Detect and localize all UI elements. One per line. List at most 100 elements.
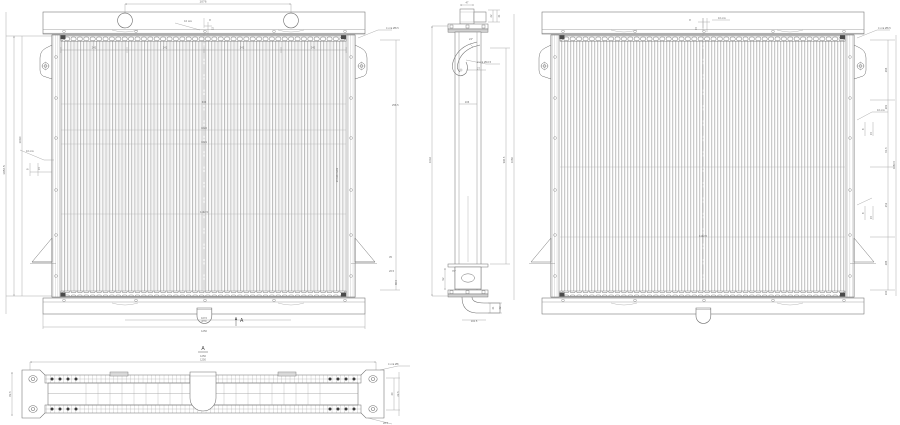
core-datum-lines bbox=[61, 103, 346, 215]
section-view-scale: 1250 bbox=[200, 354, 206, 358]
side-view: 47 22 41 24° 2 отв Ø10.5 27 106 936.5 10… bbox=[428, 0, 515, 323]
section-rivets-upper-left bbox=[50, 377, 78, 381]
dim-rear-core-note: 1132.5 bbox=[699, 234, 707, 238]
side-dimensions bbox=[431, 4, 515, 321]
dim-front-bottom-span-2: 1250 bbox=[201, 329, 207, 333]
side-top-plate bbox=[447, 23, 489, 33]
dim-rear-right-6: 100 bbox=[884, 290, 888, 295]
dim-front-left-hole-edge: 15 bbox=[37, 167, 41, 170]
filler-port-right bbox=[283, 12, 299, 29]
tube-end-band-top bbox=[60, 35, 347, 42]
dim-rear-callout-1: 10 отв bbox=[877, 108, 885, 112]
dim-rear-pitch-2: 8 bbox=[861, 212, 865, 214]
dim-section-right-1: 40 bbox=[390, 392, 394, 395]
dim-rear-top-hole-callout: 10 отв bbox=[718, 16, 726, 20]
dim-front-mid-3: 1021 bbox=[201, 140, 207, 144]
section-view-a-a: A 1250 bbox=[8, 346, 410, 425]
top-bolt-holes bbox=[62, 30, 347, 33]
rear-tube-end-band-bottom bbox=[559, 290, 846, 297]
dim-front-corner-small-3: 86.5 bbox=[394, 279, 398, 285]
dim-side-overall-height-2: 1060 bbox=[510, 157, 514, 163]
dim-side-overall-height: 1042 bbox=[428, 157, 432, 163]
dim-front-mid-1: 636 bbox=[202, 100, 207, 104]
dim-rear-right-3: 61.5 bbox=[884, 147, 888, 153]
dim-section-left-height: 82.5 bbox=[8, 391, 12, 397]
section-marker-label: A bbox=[240, 318, 244, 324]
section-pad-right bbox=[277, 371, 297, 377]
dim-rear-pitch-1: 8 bbox=[861, 128, 865, 130]
front-bottom-tank bbox=[42, 297, 366, 324]
dim-section-right-2: 22.5 bbox=[396, 391, 400, 397]
dim-front-top-hole-edge: 15 bbox=[211, 27, 215, 30]
dim-front-top-hole-pitch: 8 bbox=[209, 18, 211, 22]
corner-mark-bl bbox=[60, 292, 66, 297]
dim-front-left-hole-pitch: 8 bbox=[26, 168, 30, 170]
dim-section-overall-length: 1250 bbox=[200, 358, 206, 362]
section-tube-ticks bbox=[85, 383, 321, 405]
rear-dimensions bbox=[698, 18, 897, 296]
rear-corner-mark-tl bbox=[559, 35, 565, 40]
dim-side-bottom-neck-2: 42 bbox=[498, 306, 502, 309]
dim-section-callout: 4 отв Ø8 bbox=[388, 362, 399, 366]
dim-front-bottom-span-1: 1072 bbox=[201, 316, 207, 320]
rear-core bbox=[550, 18, 855, 312]
dim-front-core-note: 1132.5 bbox=[200, 210, 208, 214]
mounting-bracket-left-upper bbox=[39, 44, 53, 80]
dim-front-bottom-port: Ø70 bbox=[202, 319, 208, 323]
section-dimensions bbox=[11, 361, 410, 425]
rail-bolt-holes-right bbox=[349, 55, 353, 278]
dim-rear-right-1: 266 bbox=[884, 67, 888, 72]
outlet-port bbox=[196, 307, 213, 324]
rear-core-datum-lines bbox=[560, 166, 845, 238]
dim-front-pitch-3: 242 bbox=[240, 46, 245, 50]
rear-corner-mark-br bbox=[840, 292, 845, 297]
dim-front-right-1: 256.5 bbox=[392, 103, 399, 107]
rear-core-side-rail-right bbox=[845, 34, 855, 298]
dim-front-pitch-1: 242 bbox=[92, 46, 97, 50]
dim-rear-edge-1: 15 bbox=[869, 132, 873, 135]
dim-side-bottom-neck-1: 41 bbox=[491, 306, 495, 309]
mounting-bracket-right-upper bbox=[354, 44, 368, 80]
dim-front-right-height: Ø=936.5x82 bbox=[335, 167, 339, 182]
dim-side-hose-pitch: 27 bbox=[477, 67, 480, 71]
dim-side-hose-callout: 2 отв Ø10.5 bbox=[477, 60, 492, 64]
dim-front-pitch-4: 242 bbox=[311, 46, 316, 50]
rear-mounting-bracket-right bbox=[853, 44, 867, 80]
side-hose-bracket bbox=[452, 41, 481, 77]
dim-rear-edge-2: 15 bbox=[869, 216, 873, 219]
rear-tube-end-band-top bbox=[559, 35, 846, 42]
side-core-slab bbox=[454, 31, 482, 291]
rear-corner-mark-tr bbox=[840, 35, 845, 40]
section-center-neck bbox=[189, 371, 217, 412]
core-side-rail-left bbox=[51, 34, 61, 298]
dim-front-pitch-2: 242 bbox=[163, 46, 168, 50]
dim-section-bottom: 28.5 bbox=[383, 421, 389, 425]
rear-core-fin-field bbox=[560, 41, 845, 291]
rear-rail-bolt-holes-left bbox=[553, 55, 557, 278]
dim-rear-right-4: 252 bbox=[884, 202, 888, 207]
section-rivets-upper-right bbox=[328, 377, 356, 381]
rear-mounting-bracket-left bbox=[538, 44, 552, 80]
section-marker-front: A bbox=[234, 317, 244, 326]
dim-front-mid-2: 1022 bbox=[201, 126, 207, 130]
rear-gusset-left bbox=[529, 237, 555, 264]
section-pad-left bbox=[109, 371, 129, 377]
core-side-rail-right bbox=[346, 34, 356, 298]
dim-side-bottom-span: 102.5 bbox=[471, 319, 478, 323]
dim-front-corner-callout: 4 отв Ø8.5 bbox=[386, 26, 399, 30]
dim-front-top-hole-callout: 10 отв bbox=[184, 19, 192, 23]
dim-rear-top-hole-edge: 15 bbox=[694, 27, 698, 30]
rear-rail-bolt-holes-right bbox=[848, 55, 852, 278]
filler-port-left bbox=[117, 12, 133, 29]
corner-mark-br bbox=[341, 292, 346, 297]
corner-mark-tl bbox=[60, 35, 66, 40]
rear-bottom-bolt-holes bbox=[561, 299, 846, 302]
dim-side-neck-1: 22 bbox=[489, 14, 493, 17]
dim-front-corner-small-2: 26.5 bbox=[389, 269, 395, 273]
dim-side-hose-angle: 24° bbox=[469, 37, 473, 41]
dim-front-left-inner: 1060 bbox=[18, 136, 22, 143]
front-dimensions bbox=[5, 3, 400, 329]
side-bottom-block bbox=[447, 263, 489, 298]
dim-side-core-depth: 106 bbox=[465, 100, 470, 104]
